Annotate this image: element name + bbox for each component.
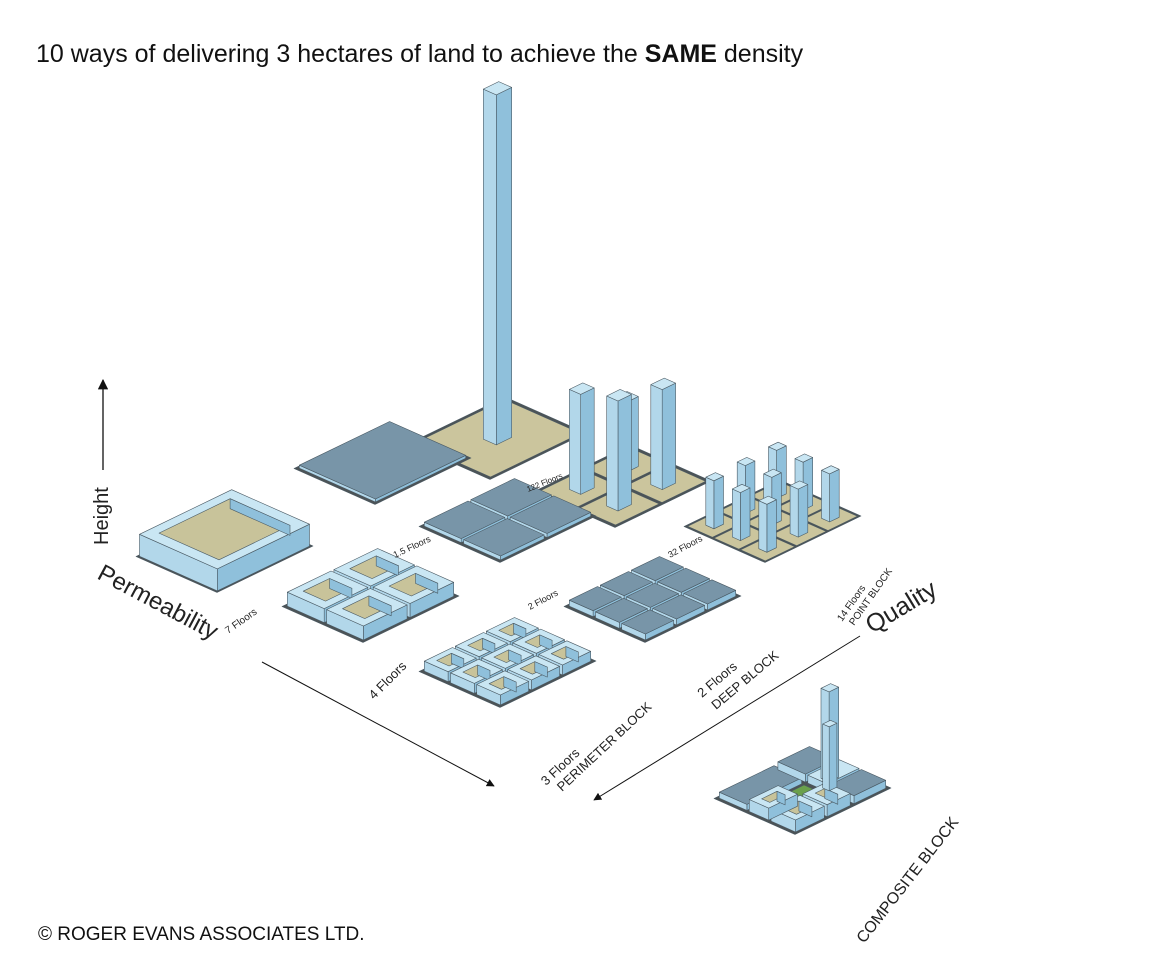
tower-14-02-side	[713, 475, 724, 530]
tower-32-1-front	[569, 389, 582, 495]
height-axis-label: Height	[91, 487, 113, 545]
slab-1-5-top	[298, 421, 467, 500]
comp-slab-c-top	[829, 769, 887, 797]
tower-32-2-side	[661, 382, 676, 490]
slab-deep-20-top	[683, 579, 737, 605]
tower-14-20-top	[821, 465, 840, 475]
slab-2-10-top	[509, 495, 592, 534]
tower-32-3-front	[606, 395, 619, 512]
comp-tower-b-side	[828, 722, 838, 792]
title-prefix: 10 ways of delivering 3 hectares of land…	[36, 40, 645, 68]
tower-14-02-front	[705, 476, 715, 530]
comp-ring-c-inner-wall	[776, 790, 786, 806]
label-4-floors: 4 Floors	[366, 658, 410, 702]
comp-ring-a-inner-wall	[824, 788, 839, 805]
tower-14-02-top	[705, 472, 724, 482]
page-title: 10 ways of delivering 3 hectares of land…	[36, 40, 803, 69]
tower-14-20-front	[821, 469, 830, 523]
tower-14-21-front	[789, 485, 799, 538]
label-7-floors: 7 Floors	[223, 607, 259, 637]
slab-deep-21-top	[652, 594, 705, 620]
comp-ring-b-inner-wall	[798, 800, 813, 818]
comp-tower-b-front	[822, 723, 830, 792]
block-4-10-inner-wall	[415, 573, 439, 594]
tower-14-21-side	[797, 484, 809, 538]
label-32-floors: 32 Floors	[666, 533, 704, 560]
tower-14-12-top	[731, 483, 751, 493]
tower-32-1-top	[569, 382, 595, 395]
label-1-5-floors: 1.5 Floors	[392, 534, 433, 560]
comp-tower-a-top	[820, 683, 840, 693]
tower-32-1-side	[580, 387, 595, 495]
slab-deep-00-top	[631, 556, 684, 582]
copyright-notice: © ROGER EVANS ASSOCIATES LTD.	[38, 924, 365, 945]
tower-14-22-front	[758, 500, 768, 553]
tower-32-2-top	[650, 377, 676, 390]
slab-deep-11-top	[626, 582, 679, 608]
tower-32-3-top	[606, 389, 632, 402]
slab-2-11-top	[463, 518, 545, 557]
label-composite-block: COMPOSITE BLOCK	[854, 814, 963, 947]
title-suffix: density	[716, 40, 804, 68]
block-per-22-inner-wall	[503, 676, 517, 693]
tower-32-2-front	[650, 384, 663, 490]
label-2-floors: 2 Floors	[526, 587, 560, 611]
tower-14-22-side	[766, 499, 777, 553]
tower-32-3-side	[617, 394, 632, 512]
tower-122-side	[495, 87, 513, 446]
slab-deep-12-top	[595, 597, 648, 623]
tower-14-00-top	[768, 441, 787, 451]
tower-14-12-side	[740, 487, 751, 541]
slab-deep-01-top	[599, 571, 653, 597]
title-emphasis: SAME	[644, 40, 717, 68]
tower-14-10-top	[794, 453, 814, 463]
block-7-inner-wall	[229, 498, 291, 536]
tower-122-front	[482, 88, 497, 446]
tower-14-22-top	[758, 495, 777, 505]
permeability-axis-arrow	[261, 661, 495, 787]
tower-14-20-side	[829, 468, 840, 523]
comp-tower-b-top	[822, 719, 838, 728]
tower-14-12-front	[731, 488, 741, 541]
buildings-scene	[135, 81, 892, 835]
block-per-21-inner-wall	[534, 661, 548, 678]
tower-14-01-top	[736, 457, 756, 466]
block-4-11-inner-wall	[368, 595, 392, 617]
tower-14-21-top	[789, 480, 809, 490]
block-labels: 122 Floors 1.5 Floors 2 Floors 32 Floors…	[223, 471, 962, 946]
slab-2-00-top	[470, 478, 552, 517]
label-perimeter-block: PERIMETER BLOCK	[554, 699, 655, 794]
slab-deep-22-top	[621, 609, 674, 635]
tower-122-top	[482, 81, 513, 96]
slab-2-01-top	[423, 500, 506, 539]
slab-deep-02-top	[568, 586, 622, 612]
tower-14-11-top	[763, 468, 782, 478]
block-per-20-inner-wall	[565, 646, 579, 663]
slab-deep-10-top	[657, 567, 710, 593]
quality-axis-arrow	[593, 635, 861, 801]
